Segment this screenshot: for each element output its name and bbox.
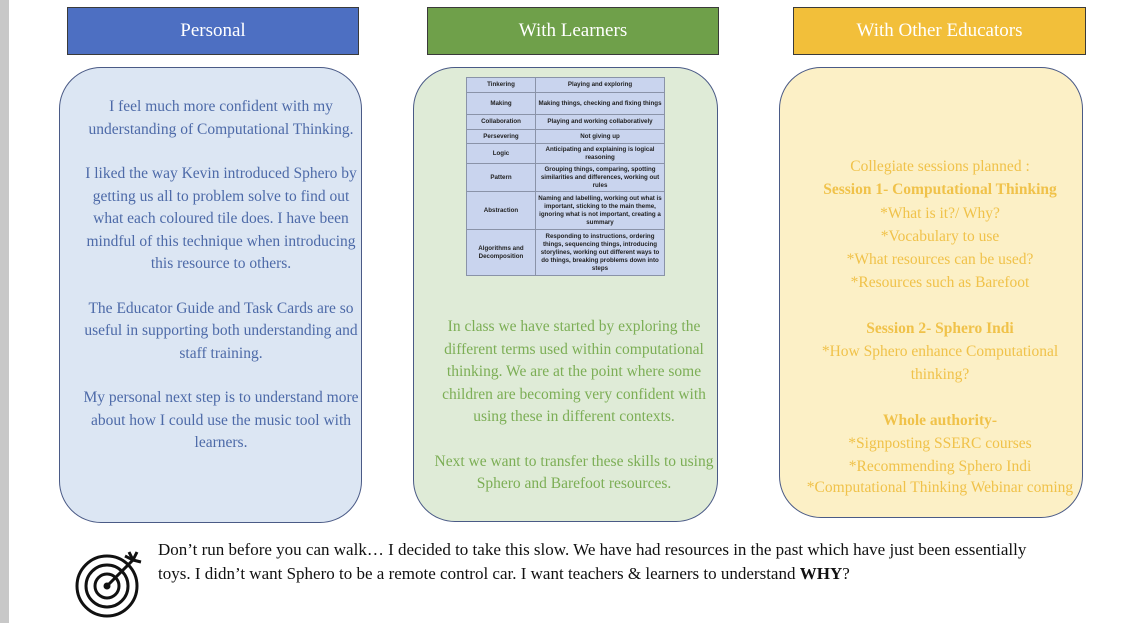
personal-text: I feel much more confident with my under…	[80, 96, 362, 455]
educators-session-2: Session 2- Sphero Indi	[866, 319, 1014, 337]
personal-paragraph-2: I liked the way Kevin introduced Sphero …	[85, 165, 357, 272]
table-row: Tinkering Playing and exploring	[466, 77, 665, 93]
table-row: Algorithms and Decomposition Responding …	[466, 229, 665, 276]
table-row: Pattern Grouping things, comparing, spot…	[466, 163, 665, 192]
table-term: Tinkering	[466, 77, 536, 93]
table-description: Anticipating and explaining is logical r…	[535, 143, 665, 164]
header-personal: Personal	[67, 7, 359, 55]
reflection-paragraph: Don’t run before you can walk… I decided…	[158, 538, 1038, 586]
reflection-text: Don’t run before you can walk… I decided…	[158, 538, 1038, 586]
table-row: Collaboration Playing and working collab…	[466, 114, 665, 130]
educators-line-8: *How Sphero enhance Computational thinki…	[821, 343, 1059, 384]
table-row: Abstraction Naming and labelling, workin…	[466, 191, 665, 230]
educators-line-12: *Computational Thinking Webinar coming	[806, 478, 1074, 496]
educators-whole-authority: Whole authority-	[882, 411, 998, 429]
table-row: Persevering Not giving up	[466, 129, 665, 144]
table-term: Pattern	[466, 163, 536, 192]
header-with-learners: With Learners	[427, 7, 719, 55]
computational-thinking-terms-table: Tinkering Playing and exploring Making M…	[466, 77, 665, 276]
table-description: Playing and exploring	[535, 77, 665, 93]
educators-line-11: *Recommending Sphero Indi	[848, 458, 1032, 476]
header-learners-label: With Learners	[518, 20, 628, 41]
reflection-text-body: Don’t run before you can walk… I decided…	[158, 540, 1027, 583]
educators-line-6: *Resources such as Barefoot	[850, 274, 1030, 292]
table-term: Logic	[466, 143, 536, 164]
target-icon	[75, 551, 142, 618]
reflection-question-mark: ?	[842, 564, 850, 583]
educators-line-1: Collegiate sessions planned :	[850, 158, 1030, 175]
educators-session-1: Session 1- Computational Thinking	[823, 181, 1057, 199]
reflection-why: WHY	[799, 564, 843, 583]
educators-line-3: *What is it?/ Why?	[880, 204, 1000, 222]
table-term: Algorithms and Decomposition	[466, 229, 536, 276]
table-row: Making Making things, checking and fixin…	[466, 92, 665, 115]
table-row: Logic Anticipating and explaining is log…	[466, 143, 665, 164]
header-educators-label: With Other Educators	[856, 20, 1023, 41]
educators-line-5: *What resources can be used?	[846, 251, 1034, 269]
learners-paragraph-1: In class we have started by exploring th…	[442, 318, 706, 425]
card-personal	[59, 67, 362, 523]
card-with-other-educators	[779, 67, 1083, 518]
educators-line-4: *Vocabulary to use	[880, 227, 1000, 245]
educators-text: Collegiate sessions planned : Session 1-…	[800, 155, 1080, 496]
table-term: Persevering	[466, 129, 536, 144]
table-description: Not giving up	[535, 129, 665, 144]
table-term: Collaboration	[466, 114, 536, 130]
table-description: Making things, checking and fixing thing…	[535, 92, 665, 115]
personal-paragraph-3: The Educator Guide and Task Cards are so…	[84, 299, 358, 362]
personal-paragraph-4: My personal next step is to understand m…	[83, 389, 359, 451]
table-description: Responding to instructions, ordering thi…	[535, 229, 665, 276]
educators-line-10: *Signposting SSERC courses	[848, 434, 1032, 452]
left-edge-bar	[0, 0, 9, 623]
table-description: Grouping things, comparing, spotting sim…	[535, 163, 665, 192]
header-with-other-educators: With Other Educators	[793, 7, 1086, 55]
table-term: Abstraction	[466, 191, 536, 230]
header-personal-label: Personal	[180, 20, 246, 41]
table-term: Making	[466, 92, 536, 115]
table-description: Naming and labelling, working out what i…	[535, 191, 665, 230]
table-description: Playing and working collaboratively	[535, 114, 665, 130]
learners-text: In class we have started by exploring th…	[430, 316, 718, 496]
personal-paragraph-1: I feel much more confident with my under…	[88, 98, 354, 138]
learners-paragraph-2: Next we want to transfer these skills to…	[434, 452, 714, 493]
